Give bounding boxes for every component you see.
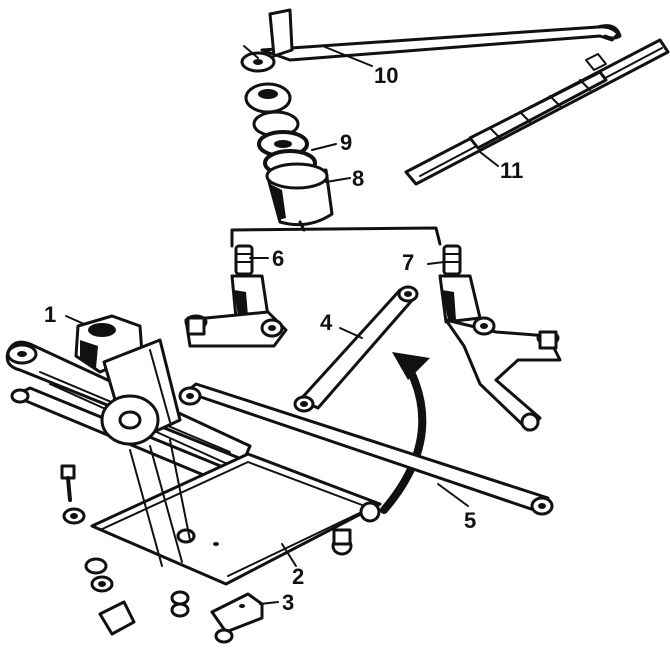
assembly-bracket-line bbox=[230, 226, 442, 248]
callout-5: 5 bbox=[464, 508, 476, 533]
leader-line-11 bbox=[479, 151, 499, 167]
leader-line-3 bbox=[259, 601, 279, 605]
leader-line-10 bbox=[324, 46, 373, 67]
callout-4: 4 bbox=[320, 310, 333, 335]
leader-line-1 bbox=[65, 315, 85, 325]
spindle-housing bbox=[265, 162, 334, 227]
leader-line-2 bbox=[281, 543, 297, 567]
leader-line-8 bbox=[325, 177, 351, 183]
callout-6: 6 bbox=[272, 246, 284, 271]
callout-1: 1 bbox=[44, 302, 56, 327]
callout-2: 2 bbox=[292, 564, 304, 589]
right-spindle-assembly bbox=[438, 244, 562, 432]
leader-line-4 bbox=[339, 327, 363, 339]
leader-line-9 bbox=[311, 143, 337, 151]
callout-7: 7 bbox=[402, 250, 414, 275]
callout-9: 9 bbox=[340, 130, 352, 155]
callout-3: 3 bbox=[282, 590, 294, 615]
mounting-bracket bbox=[210, 592, 264, 644]
callout-10: 10 bbox=[374, 63, 398, 88]
callout-8: 8 bbox=[352, 166, 364, 191]
leader-line-7 bbox=[427, 261, 445, 265]
mounting-plate bbox=[90, 439, 382, 586]
assembly-direction-arrow bbox=[380, 352, 430, 514]
spindle-washers bbox=[244, 82, 317, 177]
short-link-rod bbox=[293, 285, 419, 413]
wiper-arm bbox=[240, 8, 622, 73]
left-spindle-assembly bbox=[184, 244, 288, 348]
long-link-rod bbox=[178, 382, 554, 516]
callout-11: 11 bbox=[500, 158, 523, 183]
leader-line-5 bbox=[437, 483, 469, 507]
mounting-bolts bbox=[60, 464, 190, 636]
wiper-motor bbox=[74, 314, 182, 446]
wiper-blade bbox=[404, 38, 670, 186]
